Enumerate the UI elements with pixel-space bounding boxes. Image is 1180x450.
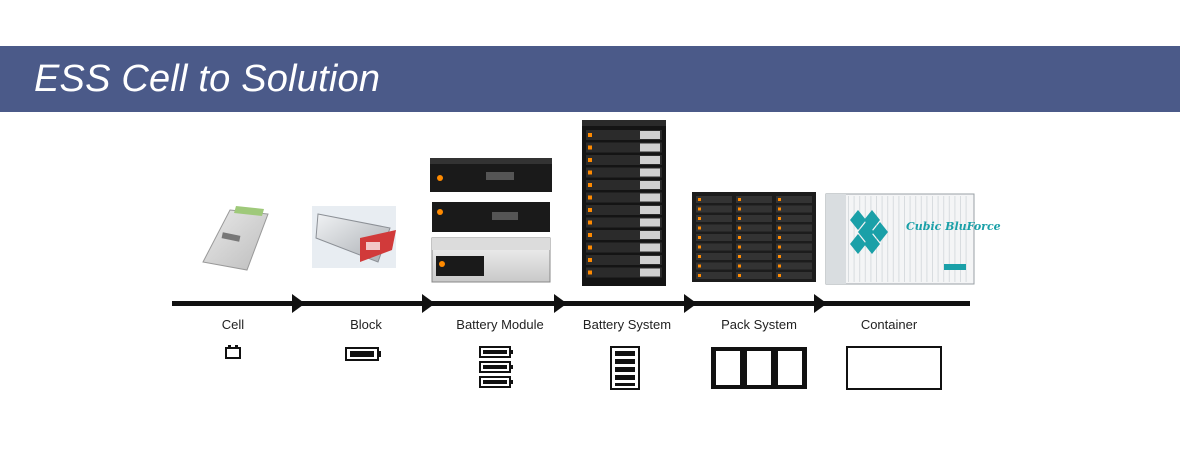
container-image <box>825 193 975 285</box>
block-image <box>312 206 396 268</box>
stage-label-cell: Cell <box>221 317 245 332</box>
cell-image <box>202 206 269 271</box>
page-title: ESS Cell to Solution <box>34 58 381 100</box>
arrowhead-1 <box>292 294 305 313</box>
block-icon <box>345 347 381 361</box>
stage-label-battery-system: Battery System <box>582 317 672 332</box>
battery-module-image <box>430 158 552 283</box>
pack-system-icon <box>711 347 807 389</box>
container-icon <box>846 346 942 390</box>
arrowhead-3 <box>554 294 567 313</box>
battery-system-icon <box>610 346 640 390</box>
pack-system-image <box>692 192 816 282</box>
stage-label-container: Container <box>860 317 918 332</box>
stage-label-pack-system: Pack System <box>721 317 797 332</box>
arrowhead-4 <box>684 294 697 313</box>
stage-label-block: Block <box>350 317 382 332</box>
cell-icon <box>225 345 241 359</box>
stage-label-battery-module: Battery Module <box>456 317 544 332</box>
battery-module-icon <box>479 346 513 388</box>
arrowhead-2 <box>422 294 435 313</box>
title-banner: ESS Cell to Solution <box>0 46 1180 112</box>
flow-arrow <box>172 294 970 313</box>
arrowhead-5 <box>814 294 827 313</box>
battery-system-image <box>582 120 666 286</box>
container-brand-text: Cubic BluForce <box>906 220 1001 233</box>
